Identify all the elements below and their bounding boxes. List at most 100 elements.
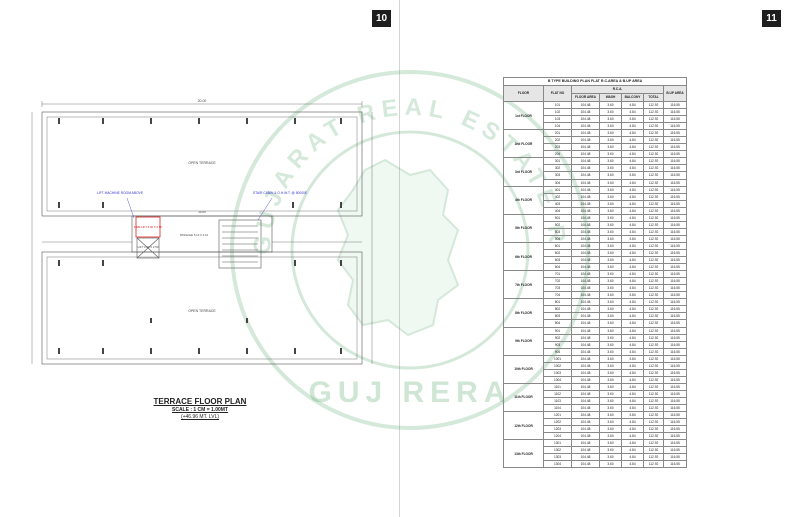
total-cell: 112.92 (643, 213, 664, 222)
bup-area-cell: 116.55 (662, 143, 688, 152)
total-cell: 112.92 (643, 298, 664, 307)
flat-no-cell: 602 (543, 248, 572, 258)
balcony-cell: 4.84 (621, 199, 644, 208)
floor-area-cell: 104.48 (571, 284, 600, 293)
total-cell: 112.92 (643, 178, 664, 187)
balcony-cell: 4.84 (621, 164, 644, 173)
floor-area-cell: 104.48 (571, 206, 600, 215)
open-terrace-top-label: OPEN TERRACE (188, 161, 216, 165)
bup-area-cell: 116.55 (662, 256, 688, 265)
bup-area-cell: 116.55 (662, 404, 688, 413)
terrace-floor-plan-drawing: 20.00 OPEN TERRACE OPEN TERRACE LIFT MAC… (31, 99, 373, 365)
balcony-cell: 4.84 (621, 439, 644, 448)
stair-cabin-label: STAIR CABIN & O.H.W.T. @ 50000E (253, 191, 308, 195)
flat-no-cell: 1204 (543, 432, 572, 441)
floor-area-cell: 104.48 (571, 291, 600, 300)
floor-area-cell: 104.48 (571, 446, 600, 455)
total-cell: 112.92 (643, 312, 664, 321)
floor-area-cell: 104.48 (571, 396, 600, 406)
flat-no-cell: 403 (543, 199, 572, 208)
wash-cell: 3.60 (599, 263, 622, 272)
total-cell: 112.92 (643, 368, 664, 377)
flat-no-cell: 503 (543, 227, 572, 236)
wash-cell: 3.60 (599, 248, 622, 258)
balcony-cell: 4.84 (621, 270, 644, 279)
total-cell: 112.92 (643, 157, 664, 166)
flat-no-cell: 1103 (543, 396, 572, 406)
balcony-cell: 4.84 (621, 178, 644, 187)
flat-no-cell: 803 (543, 312, 572, 321)
flat-no-cell: 901 (543, 326, 572, 335)
balcony-cell: 4.84 (621, 277, 644, 286)
wash-cell: 3.60 (599, 368, 622, 377)
balcony-cell: 4.84 (621, 333, 644, 342)
flat-no-cell: 302 (543, 164, 572, 173)
floor-area-cell: 104.48 (571, 354, 600, 363)
bup-area-cell: 116.55 (662, 157, 688, 166)
flat-no-cell: 802 (543, 305, 572, 314)
floor-area-cell: 104.48 (571, 192, 600, 201)
total-cell: 112.92 (643, 460, 664, 469)
floor-area-cell: 104.48 (571, 164, 600, 173)
floor-area-cell: 104.48 (571, 143, 600, 152)
bup-area-cell: 116.55 (662, 453, 688, 462)
bup-area-cell: 116.55 (662, 185, 688, 194)
bup-area-cell: 116.55 (662, 164, 688, 173)
wash-cell: 3.60 (599, 439, 622, 448)
floor-area-cell: 104.48 (571, 256, 600, 265)
total-cell: 112.92 (643, 270, 664, 279)
flat-no-cell: 1002 (543, 361, 572, 370)
bup-area-cell: 116.55 (662, 284, 688, 293)
balcony-cell: 4.84 (621, 263, 644, 272)
wash-cell: 3.60 (599, 347, 622, 356)
floor-area-cell: 104.48 (571, 411, 600, 420)
flat-no-cell: 604 (543, 263, 572, 272)
bup-area-cell: 116.55 (662, 115, 688, 124)
floor-cell: 3rd FLOOR (503, 157, 544, 187)
passage-label: PASSAGE 5.10 X 2.10 (180, 233, 209, 237)
floor-area-cell: 104.48 (571, 333, 600, 342)
total-cell: 112.92 (643, 199, 664, 208)
total-cell: 112.92 (643, 100, 664, 110)
bup-area-cell: 116.55 (662, 291, 688, 300)
wash-cell: 3.60 (599, 115, 622, 124)
wash-cell: 3.60 (599, 206, 622, 215)
wash-cell: 3.60 (599, 382, 622, 391)
open-terrace-bottom-label: OPEN TERRACE (188, 309, 216, 313)
flat-no-cell: 304 (543, 178, 572, 187)
bup-area-cell: 116.55 (662, 277, 688, 286)
wash-cell: 3.60 (599, 333, 622, 342)
balcony-cell: 4.84 (621, 234, 644, 243)
bup-area-cell: 116.55 (662, 192, 688, 201)
bup-area-cell: 116.55 (662, 298, 688, 307)
wash-cell: 3.60 (599, 256, 622, 265)
bup-area-cell: 116.55 (662, 389, 688, 398)
flat-no-cell: 801 (543, 298, 572, 307)
flat-no-cell: 401 (543, 185, 572, 194)
wash-cell: 3.60 (599, 150, 622, 159)
wash-cell: 3.60 (599, 227, 622, 236)
wash-cell: 3.60 (599, 361, 622, 370)
wash-cell: 3.60 (599, 108, 622, 117)
floor-area-cell: 104.48 (571, 263, 600, 272)
bup-area-cell: 116.55 (662, 122, 688, 131)
balcony-cell: 4.84 (621, 115, 644, 124)
balcony-cell: 4.84 (621, 100, 644, 110)
floor-area-cell: 104.48 (571, 213, 600, 222)
balcony-cell: 4.84 (621, 129, 644, 138)
flat-no-cell: 704 (543, 291, 572, 300)
floor-cell: 11th FLOOR (503, 382, 544, 413)
